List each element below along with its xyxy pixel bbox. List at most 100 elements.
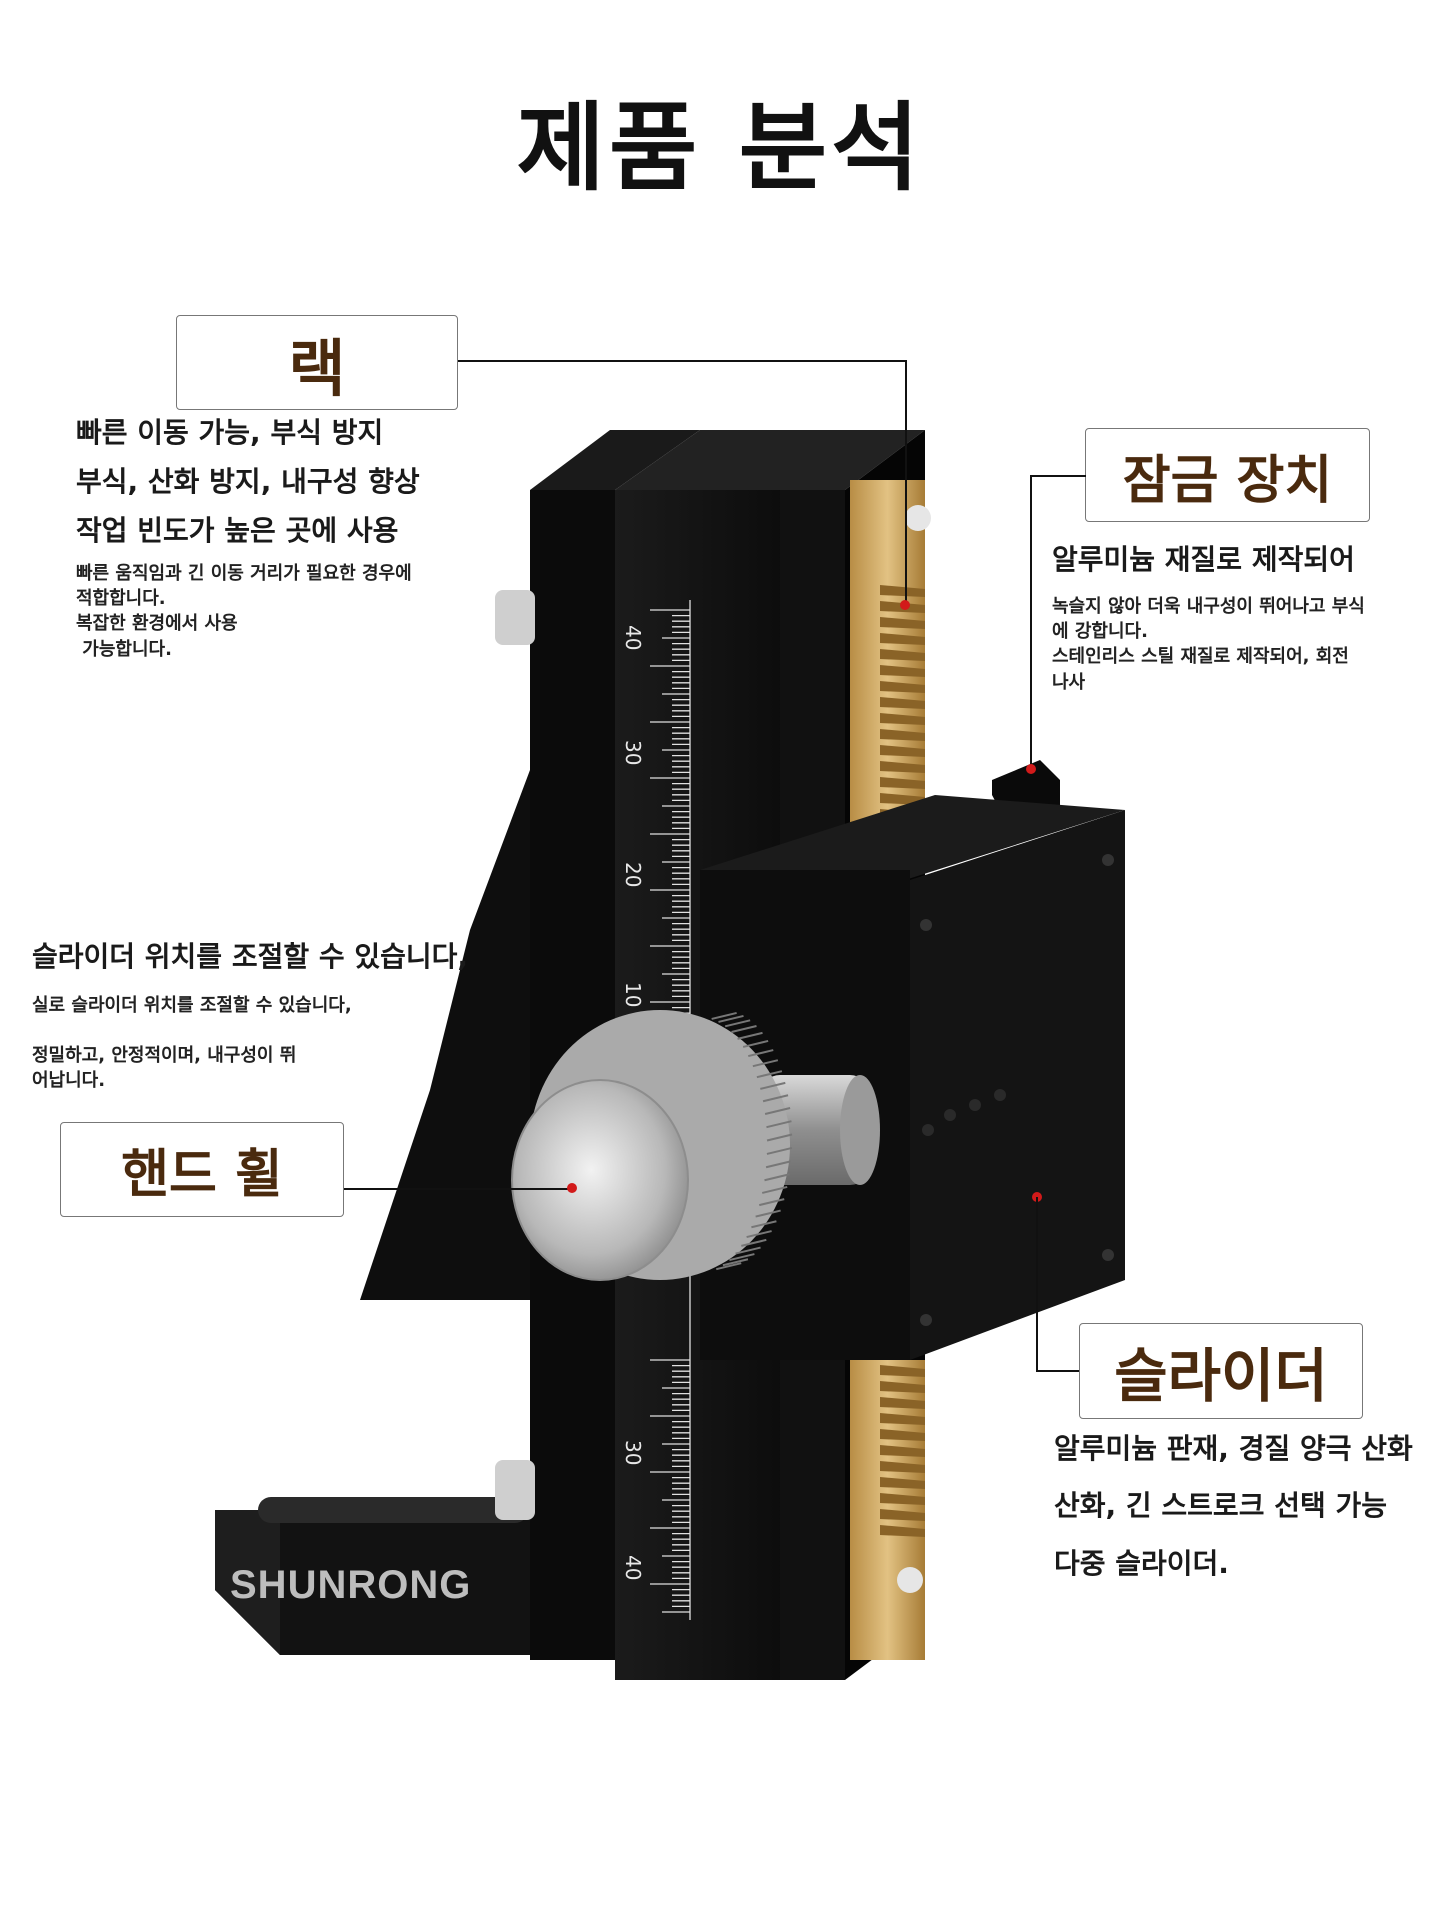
scale-tick-label: 20	[621, 862, 645, 887]
knurl-groove	[748, 1049, 774, 1058]
knurl-groove	[756, 1070, 783, 1079]
rack-tooth	[880, 697, 925, 709]
knurl-groove	[746, 1230, 772, 1239]
slider-line: 산화, 긴 스트로크 선택 가능	[1054, 1489, 1387, 1523]
rack-tooth	[880, 1525, 925, 1537]
knurl-groove	[742, 1039, 769, 1048]
rack-tooth	[880, 1477, 925, 1489]
rack-tooth	[880, 1429, 925, 1441]
adjust-detail	[32, 1018, 468, 1043]
scale-tick-label: 10	[621, 982, 645, 1007]
lock-lever	[992, 760, 1060, 810]
adjust-line: 슬라이더 위치를 조절할 수 있습니다,	[32, 940, 469, 973]
knurl-groove	[766, 1120, 792, 1129]
rack-tooth	[880, 761, 925, 773]
slider-label: 슬라이더	[1079, 1323, 1363, 1419]
rack-tooth	[880, 1381, 925, 1393]
slider-leader-v	[1036, 1197, 1038, 1370]
knurl-groove	[752, 1059, 779, 1068]
handwheel-label: 핸드 휠	[60, 1122, 344, 1217]
rack-tooth	[880, 665, 925, 677]
knurl-groove	[755, 1209, 781, 1218]
lock-detail: 녹슬지 않아 더욱 내구성이 뛰어나고 부식	[1052, 596, 1365, 617]
rack-pointer	[900, 600, 910, 610]
knurl-groove	[766, 1146, 793, 1155]
rack-leader	[458, 360, 906, 362]
lock-detail: 스테인리스 스틸 재질로 제작되어, 회전	[1052, 646, 1349, 668]
rack-tooth	[880, 1397, 925, 1409]
rack-tooth	[880, 1413, 925, 1425]
knurl-groove	[722, 1258, 749, 1267]
scale-tick-label: 30	[621, 740, 645, 765]
support-gusset	[360, 770, 530, 1300]
rack-line: 빠른 이동 가능, 부식 방지	[76, 416, 384, 449]
knurl-groove	[729, 1253, 755, 1262]
rack-description: 빠른 이동 가능, 부식 방지 부식, 산화 방지, 내구성 향상 작업 빈도가…	[76, 408, 420, 662]
rack-line: 작업 빈도가 높은 곳에 사용	[76, 514, 399, 547]
scale-tick-label: 40	[621, 1555, 645, 1580]
rack-tooth	[880, 633, 925, 645]
page-title: 제품 분석	[516, 92, 924, 204]
rack-label: 랙	[176, 315, 458, 410]
knurl-groove	[751, 1220, 777, 1229]
rack-tooth	[880, 729, 925, 741]
rack-detail: 가능합니다.	[76, 638, 172, 660]
base-foot	[215, 1500, 620, 1655]
knurl-groove	[759, 1198, 785, 1207]
adjust-detail: 실로 슬라이더 위치를 조절할 수 있습니다,	[32, 995, 352, 1016]
rack-tooth	[880, 1509, 925, 1521]
adjust-detail: 어납니다.	[32, 1070, 106, 1092]
knurl-groove	[715, 1262, 742, 1271]
handwheel-face	[511, 1079, 689, 1281]
adjust-detail: 정밀하고, 안정적이며, 내구성이 뛰	[32, 1045, 297, 1067]
handwheel-leader	[344, 1188, 568, 1190]
knurl-groove	[741, 1238, 767, 1247]
rack-leader-v	[905, 360, 907, 605]
slider-leader	[1036, 1370, 1080, 1372]
lock-detail: 나사	[1052, 671, 1086, 693]
knurl-groove	[724, 1019, 751, 1028]
rack-tooth	[880, 585, 925, 597]
lock-pointer	[1026, 764, 1036, 774]
knurl-groove	[766, 1133, 793, 1142]
rack-tooth	[880, 1493, 925, 1505]
rack-tooth	[880, 1445, 925, 1457]
rack-detail: 복잡한 환경에서 사용	[76, 613, 238, 635]
slider-line: 알루미늄 판재, 경질 양극 산화	[1054, 1432, 1413, 1465]
knurl-groove	[718, 1014, 744, 1023]
rack-detail: 적합합니다.	[76, 588, 166, 610]
knurl-groove	[711, 1011, 737, 1020]
slider-side	[910, 810, 1125, 1360]
handwheel-pointer	[567, 1183, 577, 1193]
slider-line: 다중 슬라이더.	[1054, 1546, 1229, 1580]
rack-tooth	[880, 1365, 925, 1377]
brand-logo: SHUNRONG	[230, 1563, 471, 1607]
lock-label: 잠금 장치	[1085, 428, 1370, 522]
rack-tooth	[880, 777, 925, 789]
knurl-groove	[762, 1094, 789, 1103]
lock-line: 알루미늄 재질로 제작되어	[1052, 543, 1355, 576]
rack-tooth	[880, 745, 925, 757]
rack-tooth	[880, 617, 925, 629]
knurl-groove	[761, 1185, 788, 1194]
lock-leader-v	[1030, 475, 1032, 770]
rack-tooth	[880, 1461, 925, 1473]
knurl-groove	[735, 1246, 761, 1255]
lock-leader	[1030, 475, 1086, 477]
scale-tick-label: 30	[621, 1440, 645, 1465]
knurl-groove	[764, 1107, 791, 1116]
knurl-groove	[760, 1081, 786, 1090]
knurl-groove	[764, 1173, 790, 1182]
rack-tooth	[880, 649, 925, 661]
rack-tooth	[880, 681, 925, 693]
lock-description: 알루미늄 재질로 제작되어 녹슬지 않아 더욱 내구성이 뛰어나고 부식 에 강…	[1052, 535, 1365, 695]
scale-tick-label: 40	[621, 625, 645, 650]
knurl-groove	[737, 1031, 763, 1040]
lock-detail: 에 강합니다.	[1052, 621, 1148, 643]
knurl-groove	[731, 1025, 757, 1033]
knurl-groove	[765, 1160, 792, 1169]
adjust-description: 슬라이더 위치를 조절할 수 있습니다, 실로 슬라이더 위치를 조절할 수 있…	[32, 932, 468, 1094]
rack-tooth	[880, 713, 925, 725]
rack-line: 부식, 산화 방지, 내구성 향상	[76, 465, 420, 498]
